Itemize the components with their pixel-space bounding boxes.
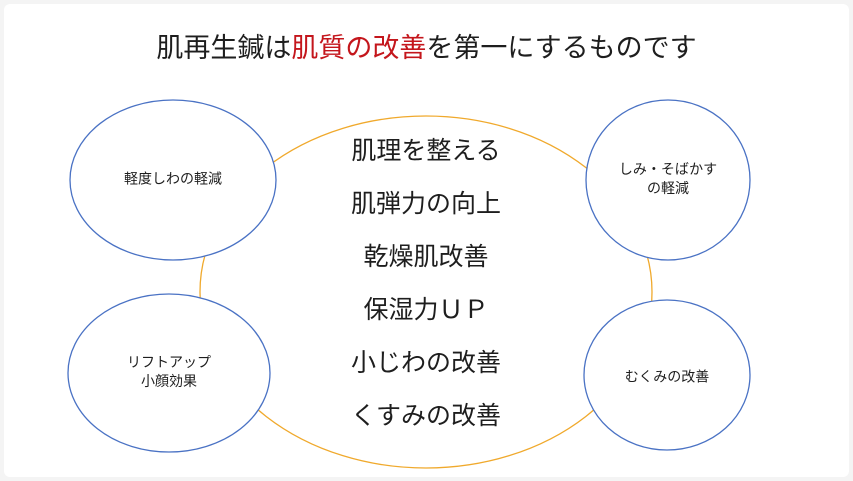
bubble-line: 小顔効果 bbox=[141, 374, 197, 390]
bubble-bottom-left-label: リフトアップ 小顔効果 bbox=[74, 354, 264, 392]
bubble-bottom-right bbox=[583, 299, 751, 451]
bubble-line: しみ・そばかす bbox=[618, 162, 718, 178]
benefit-item: 肌弾力の向上 bbox=[350, 189, 501, 218]
bubble-line: 軽度しわの軽減 bbox=[124, 171, 222, 188]
benefit-item: くすみの改善 bbox=[350, 401, 501, 430]
bubble-top-left bbox=[69, 99, 277, 261]
benefit-item: 肌理を整える bbox=[351, 136, 501, 165]
bubble-line: リフトアップ bbox=[127, 355, 211, 371]
bubble-line: むくみの改善 bbox=[624, 369, 710, 386]
page-title: 肌再生鍼は肌質の改善を第一にするものです bbox=[0, 26, 853, 65]
bubble-bottom-right-label: むくみの改善 bbox=[572, 369, 762, 388]
central-ellipse bbox=[199, 115, 653, 469]
title-highlight: 肌質の改善 bbox=[291, 33, 427, 64]
title-prefix: 肌再生鍼は bbox=[156, 33, 292, 64]
bubble-bottom-left bbox=[67, 293, 271, 453]
benefit-item: 保湿力ＵＰ bbox=[363, 295, 489, 324]
bubble-top-left-label: 軽度しわの軽減 bbox=[78, 171, 268, 190]
bubble-line: の軽減 bbox=[647, 181, 689, 197]
bubble-top-right-label: しみ・そばかす の軽減 bbox=[573, 161, 763, 199]
benefit-item: 乾燥肌改善 bbox=[363, 242, 489, 271]
benefit-item: 小じわの改善 bbox=[350, 348, 501, 377]
title-suffix: を第一にするものです bbox=[426, 33, 697, 64]
bubble-top-right bbox=[585, 99, 751, 261]
benefit-list: 肌理を整える 肌弾力の向上 乾燥肌改善 保湿力ＵＰ 小じわの改善 くすみの改善 bbox=[276, 124, 576, 442]
